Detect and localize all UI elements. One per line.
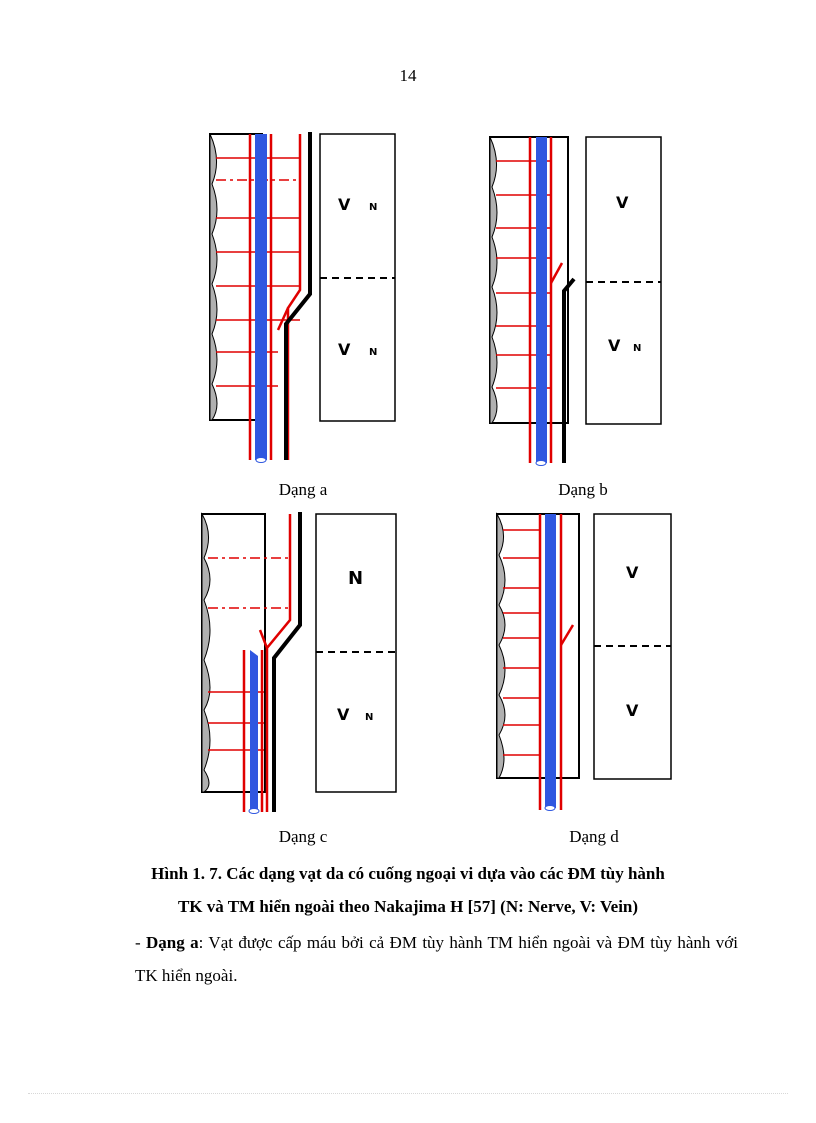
- lower-box-n: N: [369, 347, 377, 358]
- figure-panel-c: N V N: [198, 510, 403, 815]
- diagram-d: V V: [496, 512, 672, 811]
- paragraph-lead: -: [135, 933, 147, 952]
- diagram-b: V V N: [489, 136, 662, 466]
- upper-box-n: N: [348, 568, 363, 589]
- page-number: 14: [399, 66, 417, 85]
- lower-box-n: N: [365, 712, 373, 723]
- lower-box-n: N: [633, 343, 641, 354]
- lower-box-v: V: [608, 336, 621, 355]
- diagram-a: V N V N: [209, 132, 396, 463]
- lower-box-v: V: [338, 340, 351, 359]
- paragraph-text: : Vạt được cấp máu bởi cả ĐM tùy hành TM…: [135, 933, 739, 985]
- figure-panel-d: V V: [493, 510, 678, 815]
- lower-box-v: V: [337, 705, 350, 724]
- panel-label-d: Dạng d: [569, 827, 619, 846]
- panel-label-c: Dạng c: [278, 827, 328, 846]
- panel-label-b: Dạng b: [558, 480, 608, 499]
- diagram-c: N V N: [201, 512, 397, 814]
- skin-edge: [209, 133, 263, 421]
- upper-box-v: V: [338, 195, 351, 214]
- body-paragraph: - Dạng a: Vạt được cấp máu bởi cả ĐM tùy…: [135, 926, 738, 992]
- figure-panel-b: V V N: [488, 133, 668, 468]
- vein: [255, 134, 267, 460]
- nerve: [284, 132, 312, 460]
- figure-panel-a: V N V N: [208, 130, 428, 465]
- lower-box-v: V: [626, 701, 639, 720]
- footer-divider: [28, 1093, 788, 1094]
- paragraph-term: Dạng a: [146, 933, 199, 952]
- figure-caption-line-1: Hình 1. 7. Các dạng vạt da có cuống ngoạ…: [151, 864, 665, 883]
- figure-caption-line-2: TK và TM hiển ngoài theo Nakajima H [57]…: [177, 897, 639, 916]
- panel-label-a: Dạng a: [278, 480, 328, 499]
- upper-box-n: N: [369, 202, 377, 213]
- skin-texture: [209, 133, 218, 421]
- upper-box-v: V: [626, 563, 639, 582]
- upper-box-v: V: [616, 193, 629, 212]
